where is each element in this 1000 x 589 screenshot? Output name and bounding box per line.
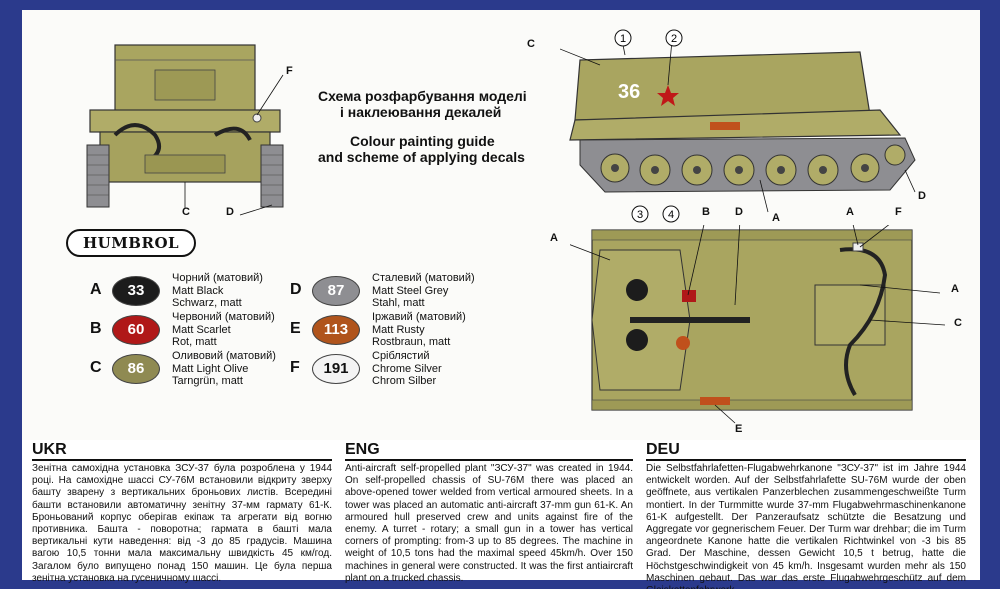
paint-swatch: 191 bbox=[312, 354, 360, 384]
history-text-band bbox=[22, 440, 980, 580]
red-star-decal bbox=[657, 85, 679, 106]
svg-text:4: 4 bbox=[668, 209, 674, 221]
front-callout-f: F bbox=[286, 65, 293, 77]
top-callout-a-left: A bbox=[550, 232, 558, 244]
paint-letter: E bbox=[290, 320, 301, 337]
decal-marker-3: 3 bbox=[631, 205, 649, 223]
caption-ukr-line2: і наклеювання декалей bbox=[340, 104, 502, 120]
decal-marker-2: 2 bbox=[665, 29, 683, 47]
paint-swatch: 87 bbox=[312, 276, 360, 306]
front-view-drawing bbox=[86, 44, 284, 216]
section-rule-ukr bbox=[32, 459, 332, 461]
section-rule-deu bbox=[646, 459, 966, 461]
paint-swatch: 33 bbox=[112, 276, 160, 306]
front-callout-d: D bbox=[226, 206, 234, 218]
caption-eng-line1: Colour painting guide bbox=[350, 133, 495, 149]
front-callout-c: C bbox=[182, 206, 190, 218]
top-callout-c: C bbox=[954, 317, 962, 329]
top-callout-a-top: A bbox=[846, 206, 854, 218]
top-callout-a-right: A bbox=[951, 283, 959, 295]
paint-letter: D bbox=[290, 281, 302, 298]
paint-letter: B bbox=[90, 320, 102, 337]
paint-letter: F bbox=[290, 359, 300, 376]
side-callout-c: C bbox=[527, 38, 535, 50]
top-callout-e: E bbox=[735, 423, 743, 435]
side-callout-a: A bbox=[772, 212, 780, 224]
section-rule-eng bbox=[345, 459, 633, 461]
side-tank-number: 36 bbox=[618, 81, 640, 103]
caption-eng-line2: and scheme of applying decals bbox=[318, 149, 525, 165]
paint-swatch: 86 bbox=[112, 354, 160, 384]
section-heading-deu: DEU bbox=[646, 441, 680, 458]
side-callout-d: D bbox=[918, 190, 926, 202]
section-heading-ukr: UKR bbox=[32, 441, 67, 458]
top-callout-f: F bbox=[895, 206, 902, 218]
decal-marker-1: 1 bbox=[614, 29, 632, 47]
section-text-ukr: Зенітна самохідна установка ЗСУ-37 була … bbox=[32, 463, 332, 584]
caption-ukr-line1: Схема розфарбування моделі bbox=[318, 88, 527, 104]
paint-letter: A bbox=[90, 281, 102, 298]
svg-text:1: 1 bbox=[620, 33, 626, 45]
side-view-drawing: 36 bbox=[560, 40, 916, 213]
top-callout-b: B bbox=[702, 206, 710, 218]
humbrol-badge: HUMBROL bbox=[66, 229, 196, 257]
paint-swatch: 60 bbox=[112, 315, 160, 345]
section-heading-eng: ENG bbox=[345, 441, 380, 458]
paint-letter: C bbox=[90, 359, 102, 376]
section-text-eng: Anti-aircraft self-propelled plant "ЗСУ-… bbox=[345, 463, 633, 584]
section-text-deu: Die Selbstfahrlafetten-Flugabwehrkanone … bbox=[646, 463, 966, 589]
svg-text:3: 3 bbox=[637, 209, 643, 221]
top-view-drawing bbox=[570, 225, 946, 424]
top-callout-d: D bbox=[735, 206, 743, 218]
paint-swatch: 113 bbox=[312, 315, 360, 345]
svg-text:2: 2 bbox=[671, 33, 677, 45]
decal-marker-4: 4 bbox=[662, 205, 680, 223]
